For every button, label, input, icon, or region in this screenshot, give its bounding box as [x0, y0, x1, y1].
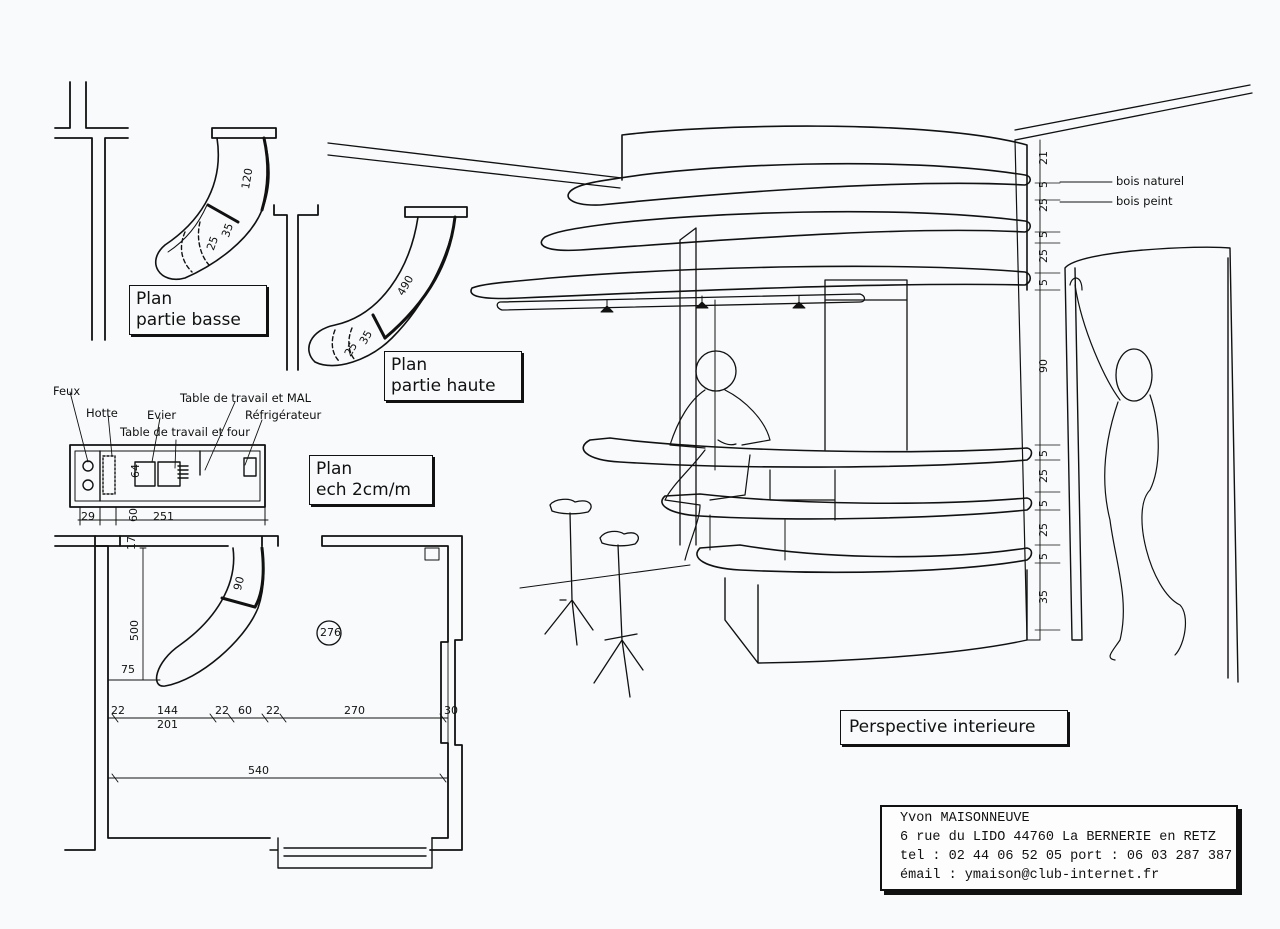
- room-marker-276: 276: [320, 626, 341, 639]
- dim-total-540: 540: [248, 764, 269, 777]
- dim-kitchen-29: 29: [81, 510, 95, 523]
- elev-5d: 5: [1037, 450, 1050, 457]
- perspective-drawing: [327, 84, 1253, 698]
- plan-haute-line-2: partie haute: [391, 376, 496, 396]
- dim-kitchen-60: 60: [127, 508, 140, 522]
- note-feux: Feux: [53, 384, 81, 398]
- plan-ech-line-1: Plan: [316, 459, 353, 479]
- contact-phone: tel : 02 44 06 52 05 port : 06 03 287 38…: [900, 849, 1233, 864]
- dim-bottom-144: 144: [157, 704, 178, 717]
- elev-5f: 5: [1037, 553, 1050, 560]
- plan-basse-line-2: partie basse: [136, 310, 241, 330]
- dim-kitchen-64: 64: [129, 464, 142, 478]
- elev-5a: 5: [1037, 181, 1050, 188]
- note-bois-peint: bois peint: [1116, 194, 1173, 208]
- dim-kitchen-251: 251: [153, 510, 174, 523]
- plan-partie-haute-label: Plan partie haute: [384, 351, 522, 401]
- dim-curve-75: 75: [121, 663, 135, 676]
- note-table-four: Table de travail et four: [120, 425, 250, 439]
- elev-35: 35: [1037, 590, 1050, 604]
- contact-email: émail : ymaison@club-internet.fr: [900, 868, 1160, 883]
- elev-21: 21: [1037, 151, 1050, 165]
- elev-5c: 5: [1037, 279, 1050, 286]
- perspective-label: Perspective interieure: [840, 710, 1068, 745]
- elev-25b: 25: [1037, 249, 1050, 263]
- dim-bottom-60: 60: [238, 704, 252, 717]
- elev-90: 90: [1037, 359, 1050, 373]
- elev-25a: 25: [1037, 198, 1050, 212]
- contact-name: Yvon MAISONNEUVE: [900, 811, 1030, 826]
- plan-partie-basse-drawing: [54, 81, 277, 341]
- plan-basse-line-1: Plan: [136, 289, 173, 309]
- elev-5e: 5: [1037, 500, 1050, 507]
- plan-haute-line-1: Plan: [391, 355, 428, 375]
- plan-ech-line-2: ech 2cm/m: [316, 480, 411, 500]
- note-hotte: Hotte: [86, 406, 118, 420]
- contact-address: 6 rue du LIDO 44760 La BERNERIE en RETZ: [900, 830, 1216, 845]
- elev-5b: 5: [1037, 231, 1050, 238]
- dim-bottom-22b: 22: [215, 704, 229, 717]
- dim-sub-201: 201: [157, 718, 178, 731]
- note-bois-naturel: bois naturel: [1116, 174, 1185, 188]
- note-refrigerateur: Réfrigérateur: [245, 408, 322, 422]
- note-evier: Evier: [147, 408, 177, 422]
- dim-bottom-30: 30: [444, 704, 458, 717]
- dim-bottom-22a: 22: [111, 704, 125, 717]
- room-plan: [54, 535, 463, 869]
- elev-25d: 25: [1037, 523, 1050, 537]
- dim-bottom-270: 270: [344, 704, 365, 717]
- dim-room-500: 500: [128, 620, 141, 641]
- dim-curve-90: 90: [230, 575, 248, 592]
- plan-ech-label: Plan ech 2cm/m: [309, 455, 433, 505]
- dim-basse-120: 120: [239, 167, 256, 191]
- dim-wall-17: 17: [125, 536, 138, 550]
- contact-card: Yvon MAISONNEUVE 6 rue du LIDO 44760 La …: [880, 805, 1238, 891]
- dim-bottom-22c: 22: [266, 704, 280, 717]
- kitchen-strip-plan: [69, 391, 269, 526]
- note-table-mal: Table de travail et MAL: [180, 391, 312, 405]
- plan-partie-basse-label: Plan partie basse: [129, 285, 267, 335]
- elev-25c: 25: [1037, 469, 1050, 483]
- plan-partie-haute-drawing: [273, 204, 468, 371]
